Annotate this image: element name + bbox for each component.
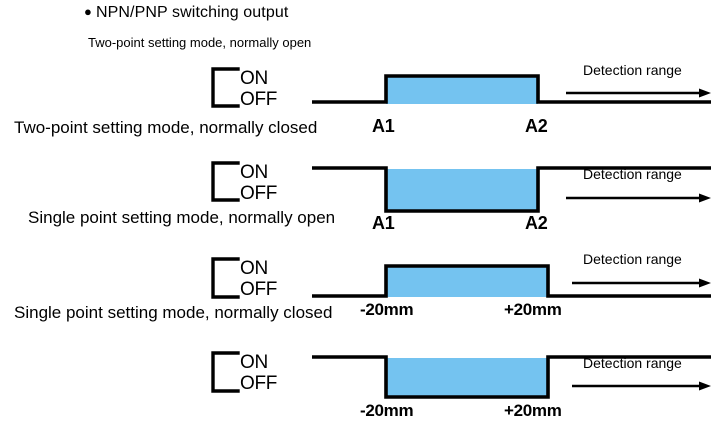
waveform-trace-1 — [312, 74, 711, 104]
range-end-marker-2: A2 — [525, 213, 548, 233]
waveform-graphic-3 — [211, 257, 711, 299]
on-label-3: ON — [240, 258, 268, 279]
onoff-legend-4: ON OFF — [240, 352, 277, 394]
off-label-3: OFF — [240, 279, 278, 300]
detection-range-label-2: Detection range — [583, 166, 682, 182]
on-label-4: ON — [240, 352, 268, 373]
detection-range-arrowhead-icon-4 — [699, 381, 711, 391]
waveform-row-1: ON OFF Detection range A1 A2 — [0, 60, 711, 136]
range-end-marker-4: +20mm — [504, 401, 562, 420]
row-caption-2: Two-point setting mode, normally closed — [14, 118, 318, 137]
row-caption-1: Two-point setting mode, normally open — [88, 35, 312, 50]
onoff-bracket-icon-1 — [211, 67, 240, 108]
pulse-fill-1 — [386, 77, 538, 104]
waveform-trace-4 — [312, 355, 711, 399]
detection-range-arrowhead-icon-2 — [699, 193, 711, 203]
detection-range-label-1: Detection range — [583, 62, 682, 78]
onoff-legend-3: ON OFF — [240, 258, 277, 300]
onoff-bracket-icon-3 — [211, 257, 240, 299]
on-label-1: ON — [240, 68, 268, 89]
waveform-trace-3 — [312, 264, 711, 298]
range-start-marker-2: A1 — [372, 213, 395, 233]
row-caption-3: Single point setting mode, normally open — [28, 208, 336, 227]
detection-range-label-4: Detection range — [583, 355, 682, 371]
bullet-icon: ● — [84, 4, 92, 19]
waveform-row-4: ON OFF Detection range -20mm +20mm — [0, 345, 711, 420]
range-start-marker-4: -20mm — [360, 401, 414, 420]
range-end-marker-3: +20mm — [504, 300, 562, 319]
onoff-legend-1: ON OFF — [240, 68, 277, 110]
waveform-trace-2 — [312, 166, 711, 213]
page-title-text: NPN/PNP switching output — [95, 4, 289, 21]
on-label-2: ON — [240, 162, 268, 183]
detection-range-arrowhead-icon-3 — [699, 278, 711, 288]
detection-range-arrowhead-icon-1 — [699, 88, 711, 98]
range-start-marker-1: A1 — [372, 116, 395, 136]
off-label-1: OFF — [240, 89, 278, 110]
range-start-marker-3: -20mm — [360, 300, 414, 319]
row-caption-4: Single point setting mode, normally clos… — [14, 303, 333, 322]
onoff-bracket-icon-4 — [211, 351, 240, 393]
range-end-marker-1: A2 — [525, 116, 548, 136]
off-label-2: OFF — [240, 183, 278, 204]
pulse-fill-4 — [386, 358, 548, 398]
pulse-fill-2 — [386, 169, 538, 212]
page-title: ●NPN/PNP switching output — [84, 4, 288, 22]
waveform-row-3: ON OFF Detection range -20mm +20mm — [0, 250, 711, 319]
onoff-legend-2: ON OFF — [240, 162, 277, 204]
onoff-bracket-icon-2 — [211, 161, 240, 202]
detection-range-label-3: Detection range — [583, 251, 682, 267]
waveform-graphic-2 — [211, 161, 711, 213]
waveform-graphic-1 — [211, 67, 711, 108]
waveform-graphic-4 — [211, 351, 711, 399]
waveform-row-2: ON OFF Detection range A1 A2 — [0, 155, 711, 233]
off-label-4: OFF — [240, 373, 278, 394]
pulse-fill-3 — [386, 267, 548, 297]
